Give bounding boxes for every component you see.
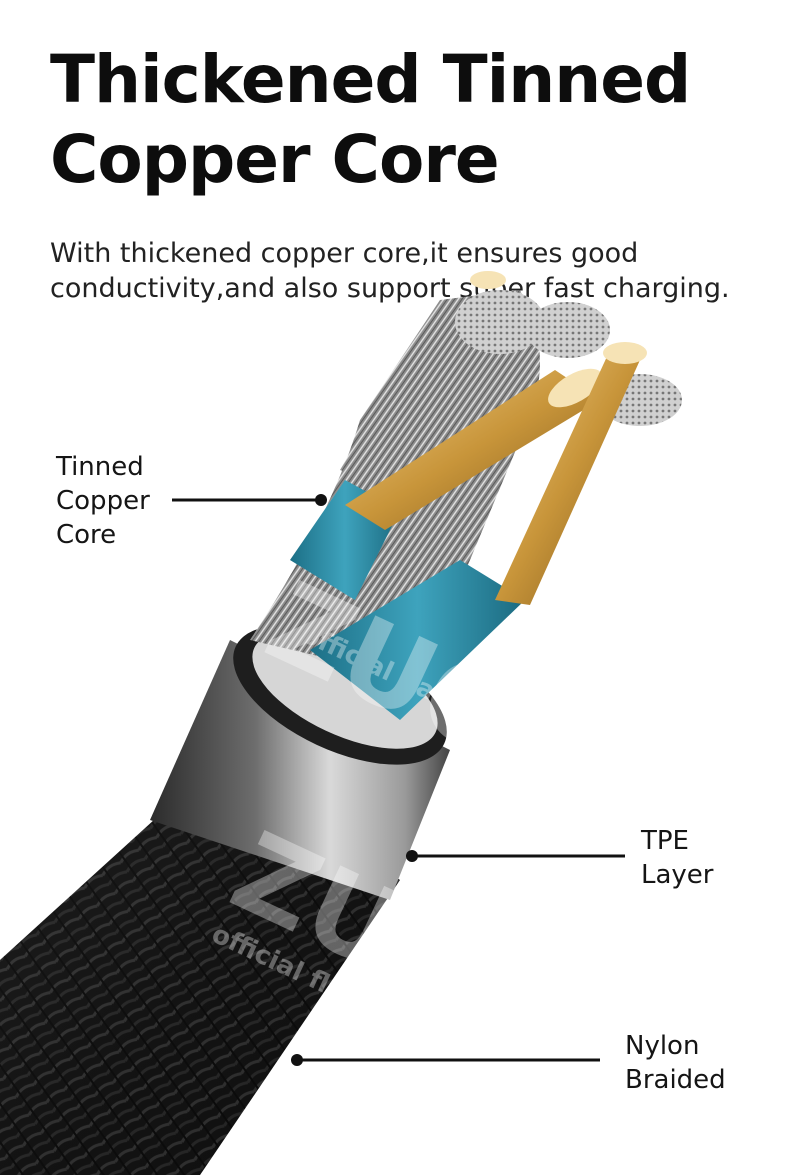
callout-nylon-line-1: Nylon <box>625 1031 700 1061</box>
callout-core-line-2: Copper <box>56 486 150 516</box>
callout-core-line-1: Tinned <box>56 452 144 482</box>
callout-tpe-line-1: TPE <box>641 826 689 856</box>
callout-nylon-line-2: Braided <box>625 1065 726 1095</box>
nylon-leader-dot <box>291 1054 303 1066</box>
description-line-1: With thickened copper core,it ensures go… <box>50 238 639 269</box>
description: With thickened copper core,it ensures go… <box>50 236 770 306</box>
tpe-layer <box>150 625 450 900</box>
callout-core-line-3: Core <box>56 520 117 550</box>
core-leader-dot <box>315 494 327 506</box>
callout-tpe-line-2: Layer <box>641 860 714 890</box>
copper-cores <box>345 271 647 605</box>
callout-tpe-layer: TPE Layer <box>641 824 714 892</box>
tpe-leader-dot <box>406 850 418 862</box>
title-line-2: Copper Core <box>50 121 500 198</box>
callout-leaders <box>172 494 625 1066</box>
callout-nylon-braided: Nylon Braided <box>625 1029 726 1097</box>
title-line-1: Thickened Tinned <box>50 41 691 118</box>
description-line-2: conductivity,and also support super fast… <box>50 273 730 304</box>
callout-tinned-copper-core: Tinned Copper Core <box>56 450 150 552</box>
page-title: Thickened Tinned Copper Core <box>50 40 691 200</box>
